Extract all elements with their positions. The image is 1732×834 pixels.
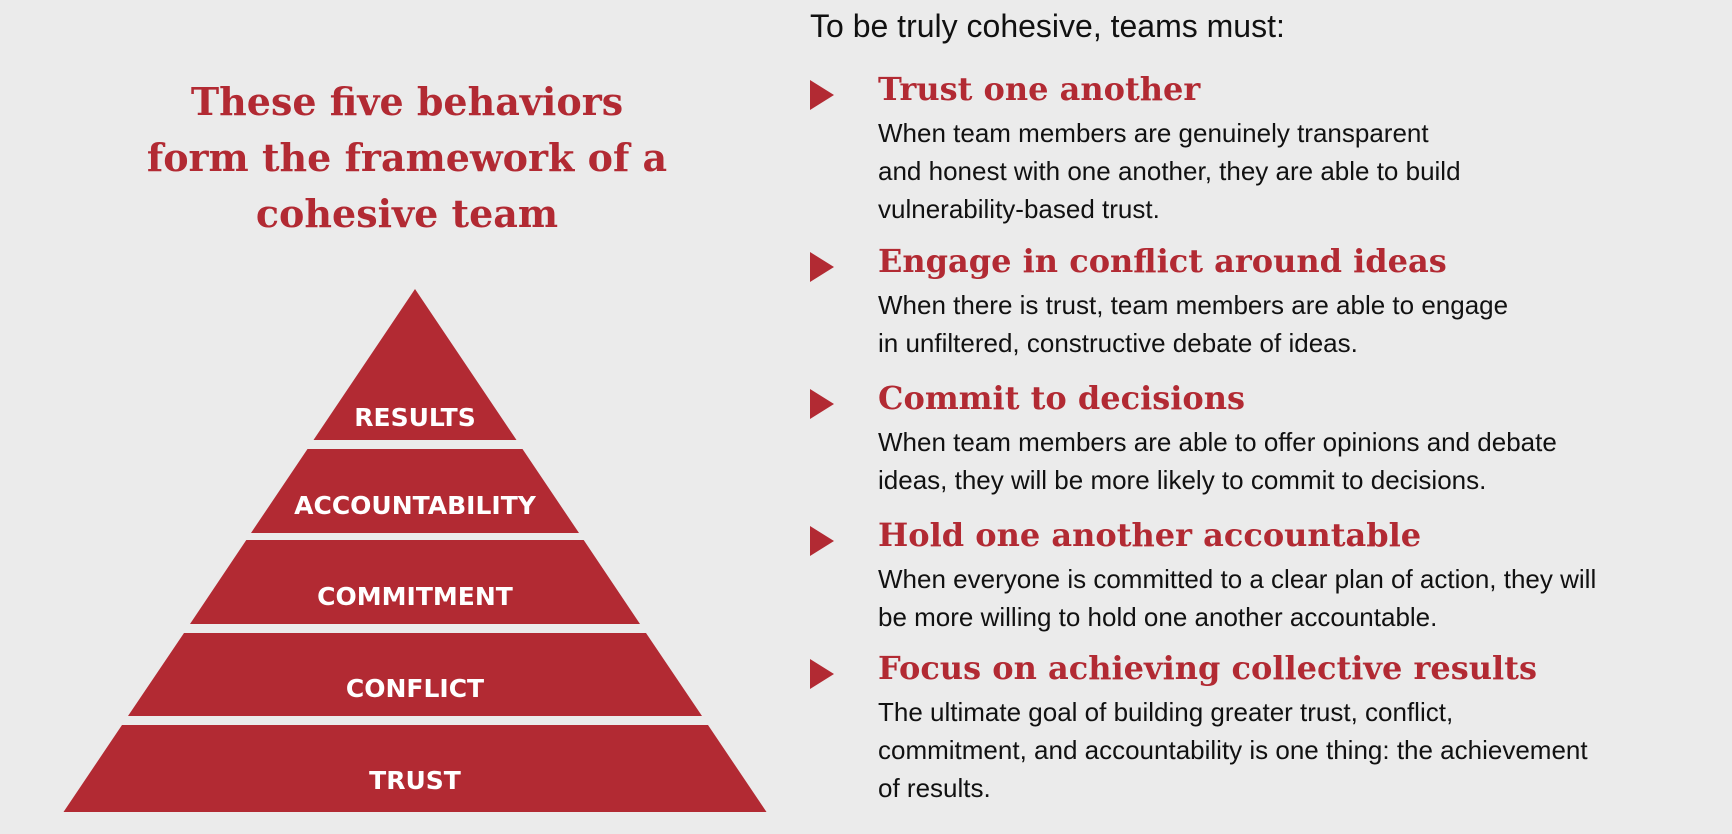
behavior-heading: Engage in conflict around ideas bbox=[878, 242, 1447, 280]
triangle-bullet-icon bbox=[810, 659, 834, 689]
pyramid-label: RESULTS bbox=[354, 403, 475, 432]
pyramid-level-accountability bbox=[251, 449, 579, 533]
behavior-heading: Focus on achieving collective results bbox=[878, 649, 1537, 687]
triangle-bullet-icon bbox=[810, 526, 834, 556]
pyramid-level-conflict bbox=[128, 633, 702, 716]
pyramid-diagram: RESULTS ACCOUNTABILITY COMMITMENT CONFLI… bbox=[63, 289, 767, 812]
behavior-description: The ultimate goal of building greater tr… bbox=[878, 693, 1588, 807]
pyramid-level-commitment bbox=[190, 540, 640, 624]
description-line: When everyone is committed to a clear pl… bbox=[878, 564, 1597, 594]
pyramid-label: CONFLICT bbox=[346, 674, 484, 703]
description-line: When team members are genuinely transpar… bbox=[878, 118, 1429, 148]
description-line: The ultimate goal of building greater tr… bbox=[878, 697, 1454, 727]
behavior-description: When team members are able to offer opin… bbox=[878, 423, 1557, 499]
description-line: of results. bbox=[878, 773, 991, 803]
title-line: form the framework of a bbox=[146, 135, 668, 180]
description-line: vulnerability-based trust. bbox=[878, 194, 1160, 224]
pyramid-label: COMMITMENT bbox=[317, 582, 513, 611]
pyramid-label: TRUST bbox=[369, 766, 461, 795]
behavior-description: When there is trust, team members are ab… bbox=[878, 286, 1508, 362]
description-line: commitment, and accountability is one th… bbox=[878, 735, 1588, 765]
pyramid-level-results bbox=[313, 289, 517, 440]
description-line: ideas, they will be more likely to commi… bbox=[878, 465, 1487, 495]
description-line: and honest with one another, they are ab… bbox=[878, 156, 1461, 186]
description-line: in unfiltered, constructive debate of id… bbox=[878, 328, 1358, 358]
behavior-heading: Hold one another accountable bbox=[878, 516, 1422, 554]
behavior-heading: Trust one another bbox=[878, 70, 1201, 108]
triangle-bullet-icon bbox=[810, 389, 834, 419]
triangle-bullet-icon bbox=[810, 80, 834, 110]
description-line: When there is trust, team members are ab… bbox=[878, 290, 1509, 320]
intro-text: To be truly cohesive, teams must: bbox=[810, 8, 1285, 44]
title-line: These five behaviors bbox=[190, 79, 624, 124]
behavior-description: When team members are genuinely transpar… bbox=[878, 114, 1461, 228]
behavior-description: When everyone is committed to a clear pl… bbox=[878, 560, 1596, 636]
behavior-heading: Commit to decisions bbox=[878, 379, 1246, 417]
pyramid-level-trust bbox=[63, 725, 767, 812]
title-line: cohesive team bbox=[255, 191, 559, 236]
pyramid-title: These five behaviors form the framework … bbox=[107, 74, 707, 242]
pyramid-label: ACCOUNTABILITY bbox=[294, 491, 537, 520]
description-line: When team members are able to offer opin… bbox=[878, 427, 1557, 457]
triangle-bullet-icon bbox=[810, 252, 834, 282]
description-line: be more willing to hold one another acco… bbox=[878, 602, 1438, 632]
